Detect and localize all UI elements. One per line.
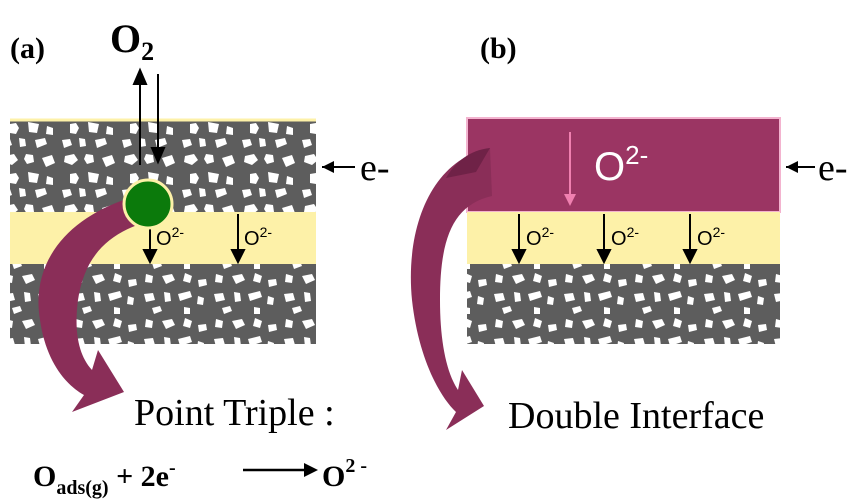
eq-oxide-charge: 2 - (345, 455, 367, 477)
equation-arrow (243, 463, 318, 477)
eq-electron-superscript: - (169, 457, 176, 479)
panel-a-label: (a) (10, 32, 45, 65)
reaction-path-arrow-b (410, 148, 492, 430)
oxide-ion-arrows-b (511, 214, 698, 265)
oxide-ion-label-a3: O2- (244, 224, 272, 250)
anode-layer-b (467, 264, 780, 344)
oxide-ion-label-a2: O2- (156, 224, 184, 250)
electron-arrow-a (322, 161, 355, 173)
panel-b: (b) O2- e- O2- (410, 32, 848, 437)
oxygen-gas-label: O2 (110, 16, 154, 66)
double-interface-caption: Double Interface (508, 395, 764, 437)
eq-oxygen-adsorbed: O (33, 460, 56, 493)
reaction-path-arrow-a (38, 196, 146, 412)
panel-b-label: (b) (480, 32, 517, 65)
electron-label-b: e- (818, 147, 848, 189)
oxygen-gas-symbol: O (110, 16, 141, 61)
gas-exchange-arrows (132, 67, 166, 165)
panel-a: (a) O2 e- O2- (10, 16, 390, 499)
electron-arrow-b (786, 161, 815, 173)
eq-plus-electrons: + 2e (109, 460, 169, 493)
oxide-ion-label-b3: O2- (697, 224, 725, 250)
point-triple-caption: Point Triple : (134, 392, 335, 434)
reaction-arrow-b-shade (446, 148, 490, 178)
oxide-ion-label-b2: O2- (611, 224, 639, 250)
eq-product: O2 - (322, 455, 367, 493)
oxygen-gas-subscript: 2 (141, 37, 154, 66)
oxide-ion-arrows-a (142, 214, 246, 265)
bulk-diffusion-arrow (564, 132, 576, 206)
bulk-oxide-ion-label: O2- (594, 140, 648, 189)
oxide-ion-label-b1: O2- (526, 224, 554, 250)
electron-label-a: e- (360, 147, 390, 189)
triple-phase-boundary-point (122, 178, 174, 230)
reduction-equation: Oads(g) + 2e- (33, 457, 176, 499)
eq-adsorbed-subscript: ads(g) (56, 477, 108, 499)
eq-oxide-ion: O (322, 460, 345, 493)
